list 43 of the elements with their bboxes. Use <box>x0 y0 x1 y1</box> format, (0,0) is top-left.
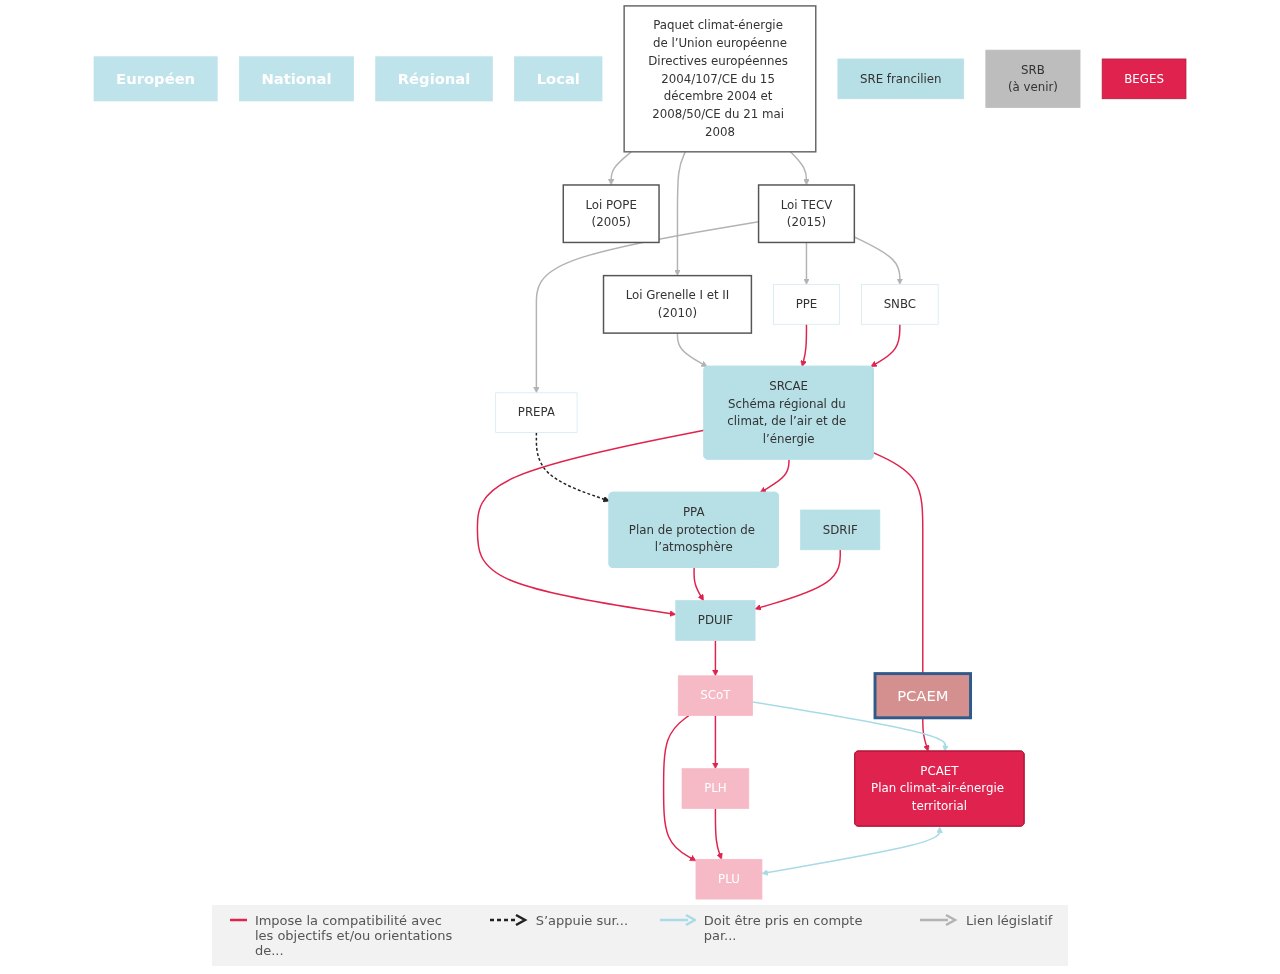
arrow <box>712 714 719 769</box>
node-box: SDRIF <box>800 509 881 551</box>
arrow <box>693 567 704 601</box>
node-box: PREPA <box>495 392 578 433</box>
arrow <box>922 717 930 752</box>
legend-text: S’appuie sur... <box>535 913 629 928</box>
arrow <box>754 549 841 611</box>
node-box: Européen <box>93 56 218 102</box>
arrow <box>674 151 687 276</box>
arrow <box>803 241 810 285</box>
arrow <box>870 323 901 367</box>
legend-text: Lien législatif <box>966 913 1053 928</box>
arrow <box>712 639 719 677</box>
node-box: SRE francilien <box>837 58 965 100</box>
arrow <box>662 714 697 862</box>
node-box: BEGES <box>1101 58 1187 100</box>
node-box: PPE <box>773 284 840 325</box>
arrow <box>751 701 949 752</box>
node-box: Régional <box>375 56 493 102</box>
node-box: SCoT <box>677 675 753 716</box>
node-box: PDUIF <box>675 600 756 641</box>
node-box: SRB (à venir) <box>985 49 1081 108</box>
arrow <box>676 332 708 367</box>
node-box: Local <box>514 56 603 102</box>
arrow <box>535 431 610 503</box>
arrow <box>789 151 810 186</box>
legend-text: Impose la compatibilité avec les objectifs et/ou orientations de... <box>254 913 454 958</box>
arrow <box>761 826 943 876</box>
node-box: PLU <box>695 858 763 900</box>
arrow <box>759 458 790 493</box>
legend-text: Doit être pris en compte par... <box>703 913 864 943</box>
node-box: Loi Grenelle I et II (2010) <box>602 274 753 334</box>
arrow <box>607 151 633 186</box>
arrow <box>476 429 705 617</box>
node-box: Loi TECV (2015) <box>757 184 856 244</box>
arrow <box>714 807 723 860</box>
node-box: SNBC <box>861 284 939 325</box>
arrow <box>800 323 808 367</box>
node-box: Loi POPE (2005) <box>562 184 660 244</box>
node-box: Paquet climat-énergie de l’Union européenne Directives européennes 2004/107/CE du 15 décembre 2004 et 2008/50/CE du 21 mai 2008 <box>623 5 817 153</box>
node-box: National <box>238 56 354 102</box>
node-box: PLH <box>681 768 750 809</box>
node-box: PCAEM <box>873 672 972 720</box>
